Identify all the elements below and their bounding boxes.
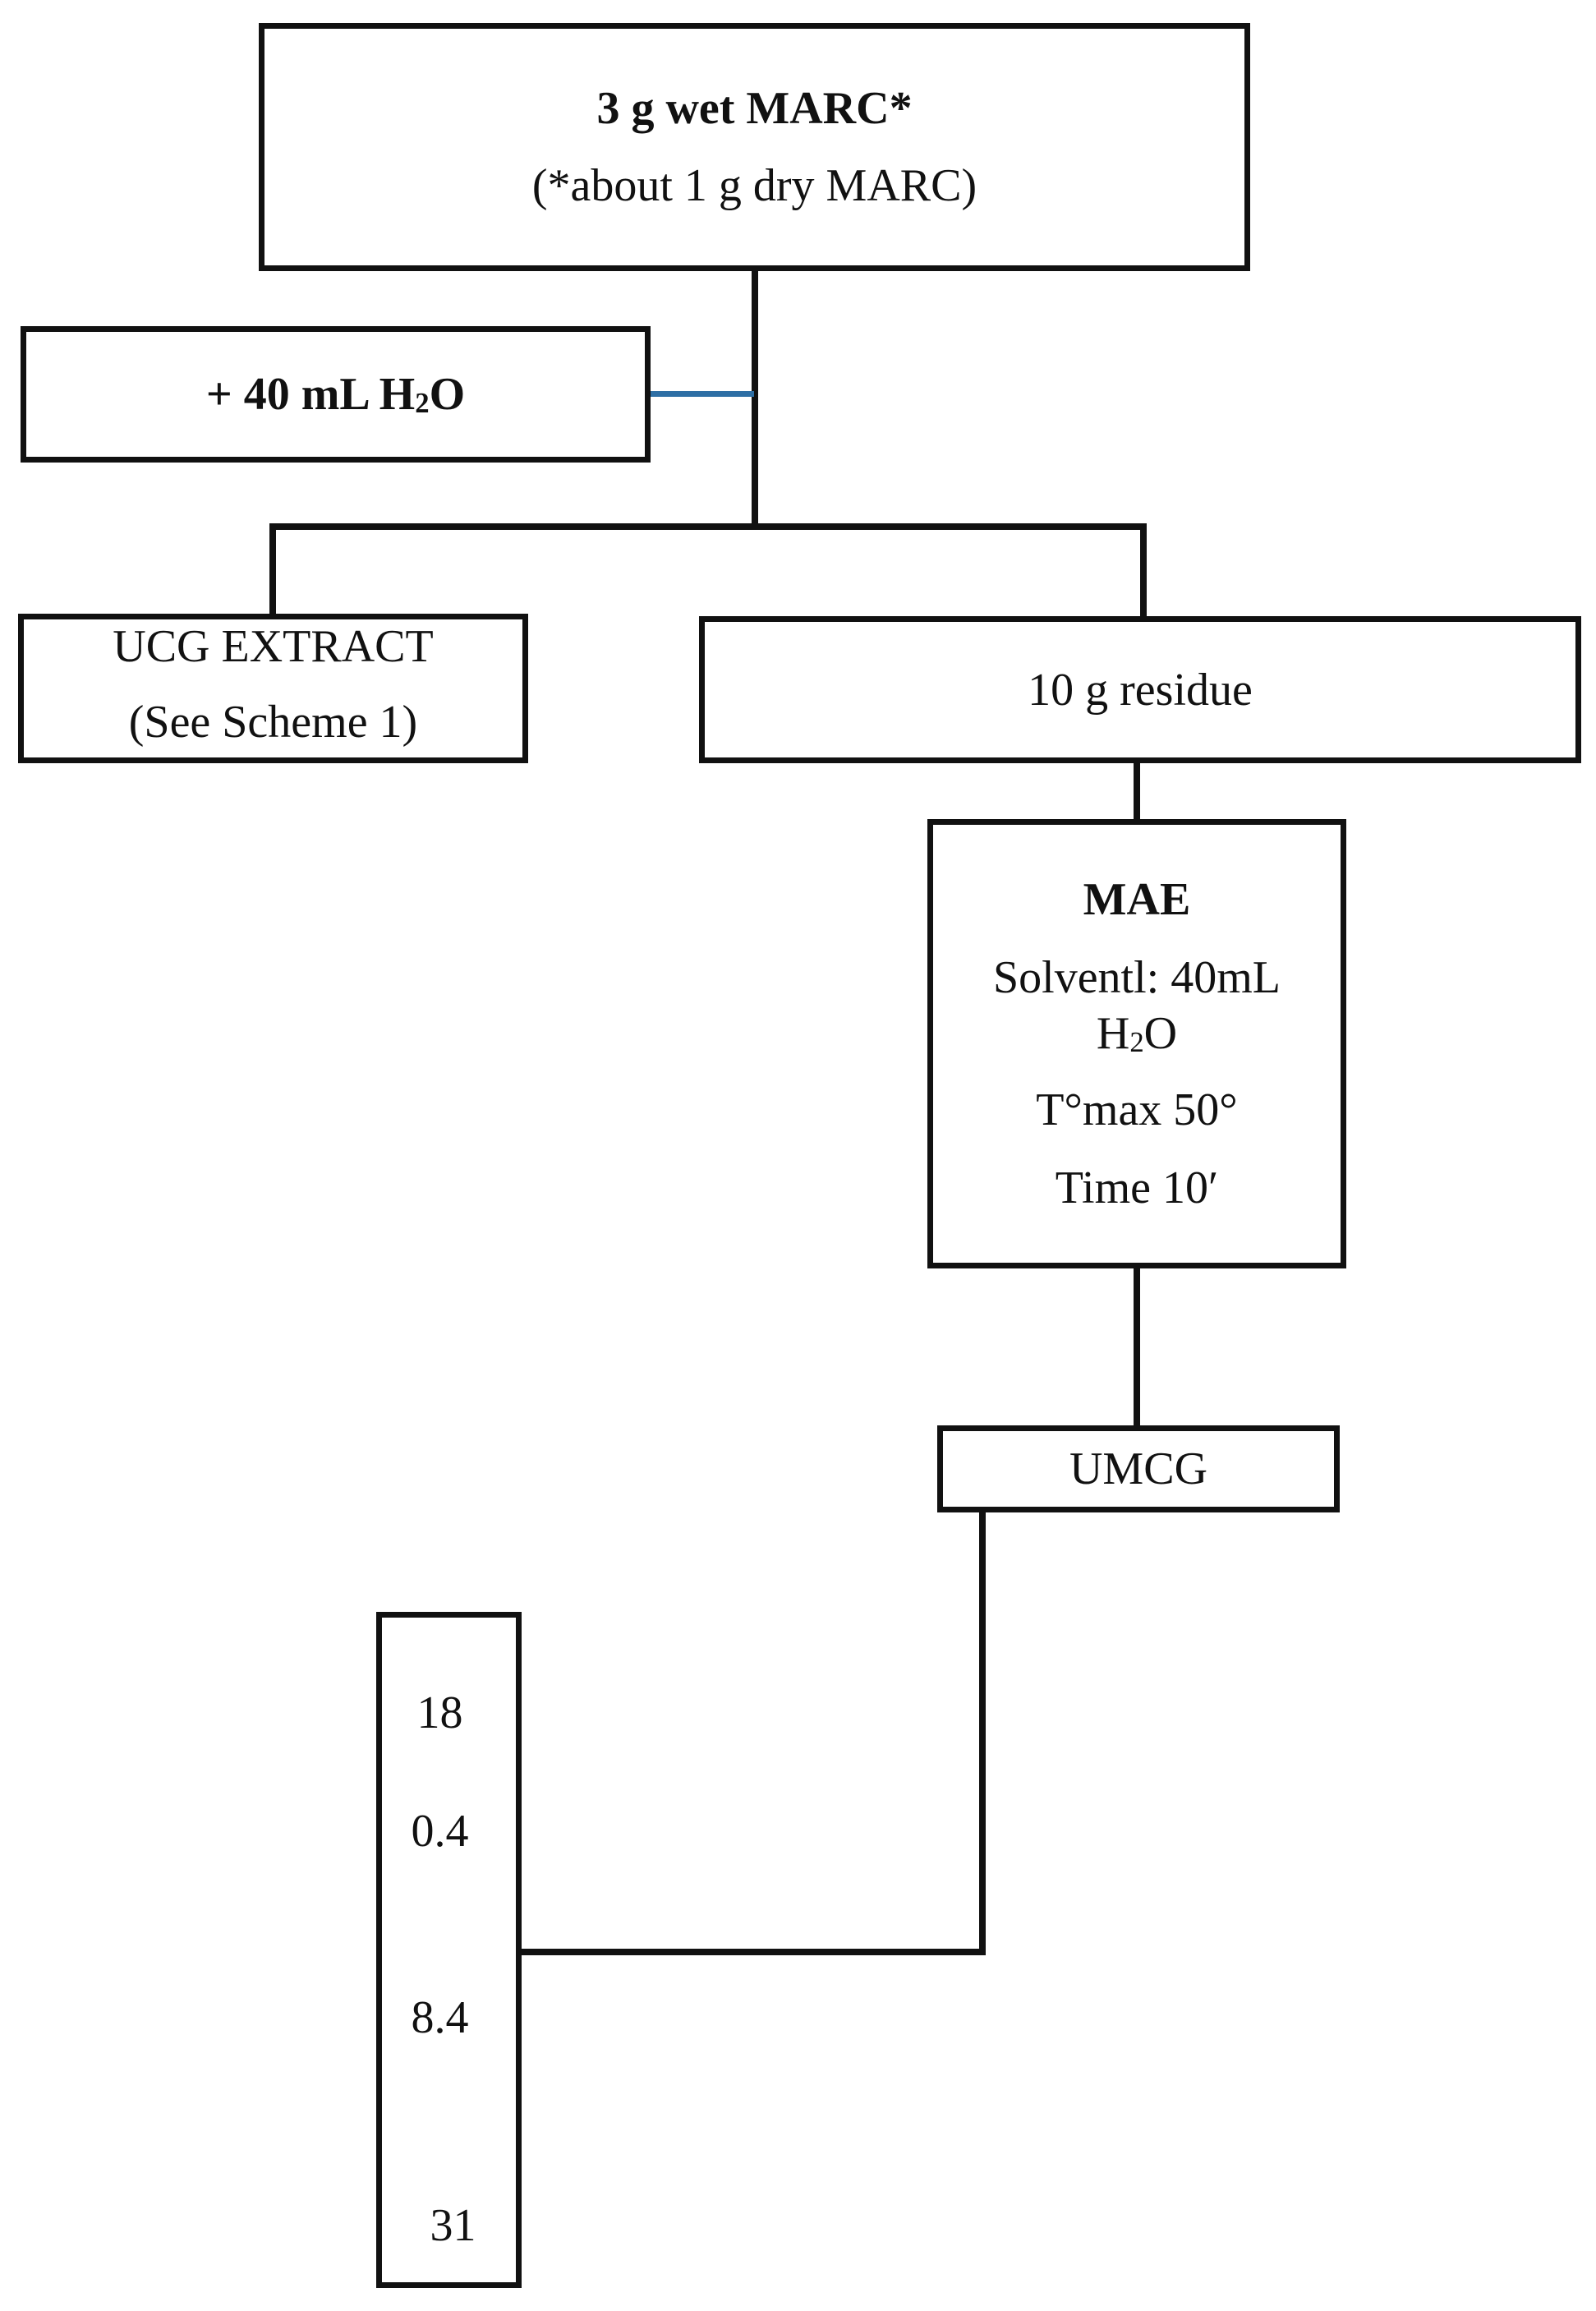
results-box: 18 0.4 8.4 31 [376,1612,522,2288]
start-title: 3 g wet MARC* [596,83,913,134]
mae-time: Time 10′ [1055,1162,1219,1213]
water-subscript: 2 [415,387,430,420]
water-suffix: O [429,369,466,420]
mae-box: MAE Solventl: 40mL H2O T°max 50° Time 10… [927,819,1346,1268]
result-value: 0.4 [411,1806,469,1857]
water-prefix: + 40 mL H [205,369,416,420]
connector-mae-to-umcg [1134,1265,1140,1428]
mae-solvent-line: Solventl: 40mL [993,952,1281,1003]
connector-to-residue [1140,523,1147,619]
connector-to-results [518,1949,986,1955]
start-box: 3 g wet MARC* (*about 1 g dry MARC) [259,23,1250,271]
umcg-label: UMCG [1069,1443,1208,1494]
mae-solvent-o: O [1143,1008,1178,1059]
result-value: 18 [416,1687,463,1738]
water-addition-label: + 40 mL H2O [206,371,465,417]
mae-title: MAE [1083,874,1191,925]
result-value: 31 [430,2200,476,2251]
residue-box: 10 g residue [699,616,1581,763]
ucg-extract-box: UCG EXTRACT (See Scheme 1) [18,614,528,763]
water-addition-box: + 40 mL H2O [21,326,651,463]
start-note: (*about 1 g dry MARC) [531,160,977,211]
connector-water-to-trunk [649,391,754,397]
umcg-box: UMCG [937,1425,1340,1512]
connector-split-horizontal [269,523,1147,530]
connector-umcg-down [979,1508,986,1955]
connector-start-down [752,269,758,530]
mae-temperature: T°max 50° [1036,1084,1238,1135]
mae-solvent-water: H2O [933,1010,1341,1057]
connector-residue-to-mae [1134,759,1140,823]
residue-label: 10 g residue [1028,664,1253,716]
mae-solvent-sub: 2 [1129,1026,1144,1059]
connector-to-ucg [269,523,276,616]
mae-solvent-h: H [1096,1008,1130,1059]
ucg-extract-note: (See Scheme 1) [128,697,418,748]
ucg-extract-title: UCG EXTRACT [113,621,434,672]
result-value: 8.4 [411,1992,469,2043]
